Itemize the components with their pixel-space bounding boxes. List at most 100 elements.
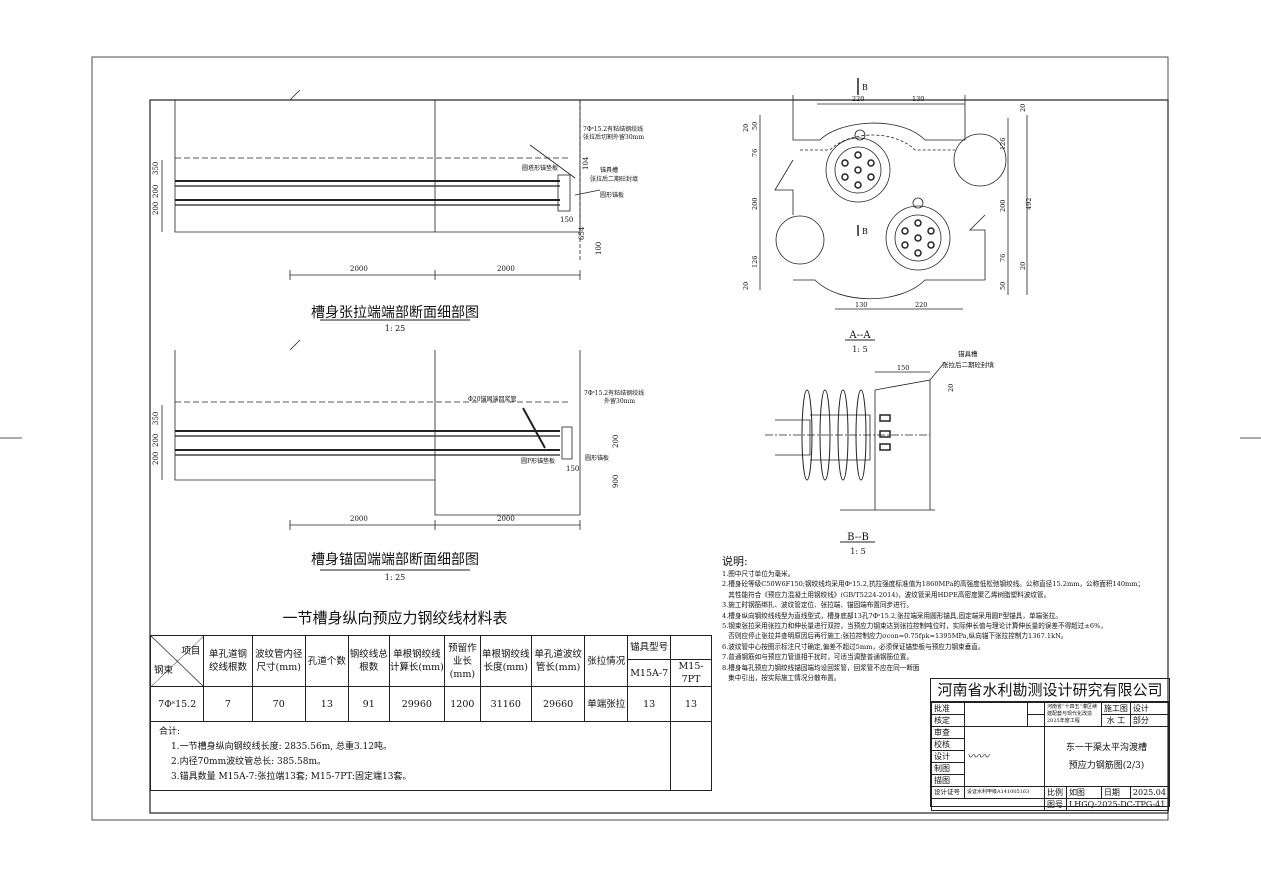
cell: 91 <box>347 686 390 722</box>
cell: 29960 <box>388 686 446 722</box>
total-item: 3.锚具数量 M15A-7:张拉端13套; M15-7PT:固定端13套。 <box>171 772 412 782</box>
dim-200: 200 <box>152 434 160 447</box>
section-aa <box>759 78 1028 341</box>
header-blank <box>670 635 712 660</box>
header-anchor-type: M15-7PT <box>670 659 712 687</box>
company-name: 河南省水利勘测设计研究有限公司 <box>931 679 1169 702</box>
section-marker-b: B <box>862 227 868 236</box>
stage: 施工图 <box>1100 702 1131 715</box>
dim-220-top: 220 <box>852 95 864 103</box>
cell: 29660 <box>530 686 586 722</box>
inner-frame <box>149 99 1169 814</box>
header: 单孔道波纹管长(mm) <box>530 635 586 687</box>
notes-heading: 说明: <box>722 555 748 568</box>
dim-150: 150 <box>897 364 909 372</box>
note-item: 集中引出，按实际施工情况分散布置。 <box>722 674 841 683</box>
note-item: 4.槽身纵向钢绞线线型为直线型式，槽身底部13孔7Φˢ15.2,张拉端采用圆形锚… <box>722 611 1062 620</box>
tension-end-detail <box>161 89 601 321</box>
stage-suffix: 设计 <box>1129 702 1170 715</box>
cell: 13 <box>627 686 672 722</box>
project-name: 河南省“十四五”灌区续建配套与现代化改造2025年度工程 <box>1044 702 1102 727</box>
signature-blank <box>964 702 1028 727</box>
section-bb <box>765 361 946 543</box>
cell: 13 <box>304 686 349 722</box>
cell: 1200 <box>444 686 481 722</box>
dim-150: 150 <box>560 216 573 224</box>
cell: 70 <box>251 686 306 722</box>
label-strand: 7Φˢ15.2有粘结钢绞线 <box>584 389 644 397</box>
role-label: 设计 <box>931 750 965 763</box>
cell: 13 <box>670 686 712 722</box>
role-label: 校核 <box>931 738 965 751</box>
section-marker-b-top: B <box>862 83 868 92</box>
label-strand: 7Φˢ15.2有粘结钢绞线 <box>583 125 643 133</box>
dim-2000-b: 2000 <box>497 265 515 273</box>
dim-2000-d: 2000 <box>497 515 515 523</box>
label-seal: 张拉后二期砼封填 <box>942 360 995 369</box>
label-grout-pipe: Φ20锚固端回浆管 <box>468 395 517 403</box>
section-bb-scale: 1: 5 <box>850 547 865 556</box>
drawing-title-line1: 东一干渠太平沟渡槽 <box>1065 742 1147 753</box>
label-anchor: 圆形锚板 <box>600 191 624 199</box>
drawing2-scale: 1: 25 <box>385 573 406 582</box>
label-strand-cut: 张拉后切割外留30mm <box>583 133 644 141</box>
dim-left-50: 50 <box>751 122 759 130</box>
note-item: 7.普通钢筋如与预应力管道相干扰时，可适当调整普通钢筋位置。 <box>722 653 913 662</box>
header: 钢绞线总根数 <box>347 635 390 687</box>
corner-bottom: 钢束 <box>154 665 174 676</box>
table-title: 一节槽身纵向预应力钢绞线材料表 <box>282 609 507 627</box>
cell: 7 <box>203 686 253 722</box>
cell: 7Φˢ15.2 <box>149 686 205 722</box>
dim-2000-c: 2000 <box>350 515 368 523</box>
section-aa-title: A--A <box>848 330 871 341</box>
section-aa-scale: 1: 5 <box>852 345 867 354</box>
dim-350: 350 <box>152 162 160 175</box>
label-pocket: 锚具槽 <box>958 349 978 358</box>
dim-900: 900 <box>612 475 620 488</box>
header-anchor-type: M15A-7 <box>627 659 672 687</box>
discipline: 水 工 <box>1100 714 1131 727</box>
dim-130-top: 130 <box>912 95 924 103</box>
scale-label: 比例 <box>1044 786 1067 799</box>
dim-left-200: 200 <box>751 198 759 210</box>
dim-left-76: 76 <box>751 149 759 157</box>
drawing2-title: 槽身锚固端端部断面细部图 <box>311 552 479 568</box>
label-bearing-plate: 圆P形锚垫板 <box>521 457 555 465</box>
label-pocket: 锚具槽 <box>600 166 618 174</box>
note-item: 1.图中尺寸单位为毫米。 <box>722 570 795 578</box>
label-bearing-plate: 圆塔形锚垫板 <box>522 164 558 172</box>
header: 预留作业长(mm) <box>444 635 481 687</box>
role-label: 批准 <box>931 702 965 715</box>
cert-value: 设证水利甲级A141005163 <box>964 786 1045 799</box>
note-item: 5.钢束张拉采用张拉力和伸长量进行双控，当预应力钢束达到张拉控制吨位时，实际伸长… <box>722 622 1107 631</box>
anchor-end-detail <box>161 339 581 571</box>
dim-200-b: 200 <box>152 452 160 465</box>
role-label: 描图 <box>931 774 965 787</box>
notes: 说明: 1.图中尺寸单位为毫米。 2.槽身砼等级C50W6F150;钢绞线均采用… <box>722 555 1162 683</box>
total-item: 2.内径70mm波纹管总长: 385.58m。 <box>171 757 327 767</box>
dim-right-126: 126 <box>999 138 1007 150</box>
anchor-pocket <box>557 174 571 212</box>
label-strand-out: 外留30mm <box>604 397 635 405</box>
total-item: 1.一节槽身纵向钢绞线长度: 2835.56m, 总重3.12吨。 <box>171 742 392 752</box>
dim-100: 100 <box>595 242 603 255</box>
drawing1-scale: 1: 25 <box>385 324 406 333</box>
note-item: 2.槽身砼等级C50W6F150;钢绞线均采用Φˢ15.2,抗拉强度标准值为18… <box>722 580 1145 589</box>
label-anchor: 圆形锚板 <box>585 454 609 462</box>
cell: 31160 <box>479 686 532 722</box>
dim-150: 150 <box>566 465 579 473</box>
header: 孔道个数 <box>304 635 349 687</box>
dim-left-20b: 20 <box>742 282 750 290</box>
cert-label: 设计证号 <box>931 786 965 799</box>
title-block: 河南省水利勘测设计研究有限公司 批准 河南省“十四五”灌区续建配套与现代化改造20… <box>930 678 1170 811</box>
note-item: 6.波纹管中心按图示标注尺寸确定,偏差不超过5mm，必须保证锚垫板与预应力钢束垂… <box>722 642 985 651</box>
role-label: 制图 <box>931 762 965 775</box>
dim-left-126: 126 <box>751 256 759 268</box>
dim-654: 654 <box>578 226 586 240</box>
date-value: 2025.04 <box>1129 786 1170 799</box>
header: 锚具型号 <box>627 635 672 660</box>
signatures: 〰〰 <box>964 726 1045 787</box>
dim-200-c: 200 <box>612 435 620 448</box>
